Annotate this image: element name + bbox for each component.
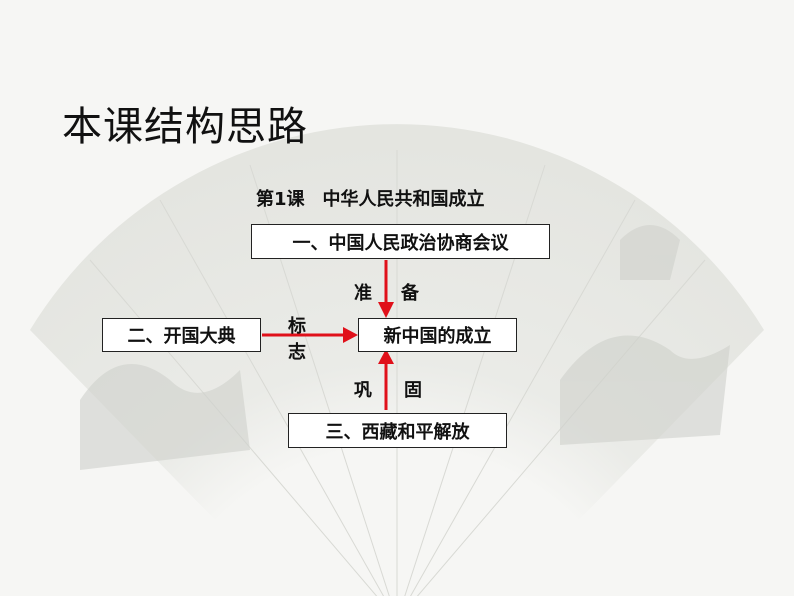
edge-label-prepare-right: 备: [401, 283, 419, 304]
node-founding-ceremony: 二、开国大典: [102, 318, 261, 352]
arrow-head-down: [378, 302, 394, 318]
edge-label-prepare-left: 准: [354, 283, 372, 304]
edge-label-consolidate-left: 巩: [354, 380, 372, 401]
node-new-china: 新中国的成立: [358, 318, 517, 352]
node-tibet: 三、西藏和平解放: [288, 413, 507, 448]
node-cppcc: 一、中国人民政治协商会议: [251, 224, 550, 259]
lesson-title: 第1课 中华人民共和国成立: [256, 189, 485, 210]
arrow-head-right: [343, 327, 358, 343]
edge-label-mark-top: 标: [288, 316, 306, 337]
arrow-head-up: [378, 349, 394, 364]
edge-label-consolidate-right: 固: [404, 380, 422, 401]
edge-label-mark-bottom: 志: [288, 342, 306, 363]
page-title: 本课结构思路: [62, 104, 308, 150]
